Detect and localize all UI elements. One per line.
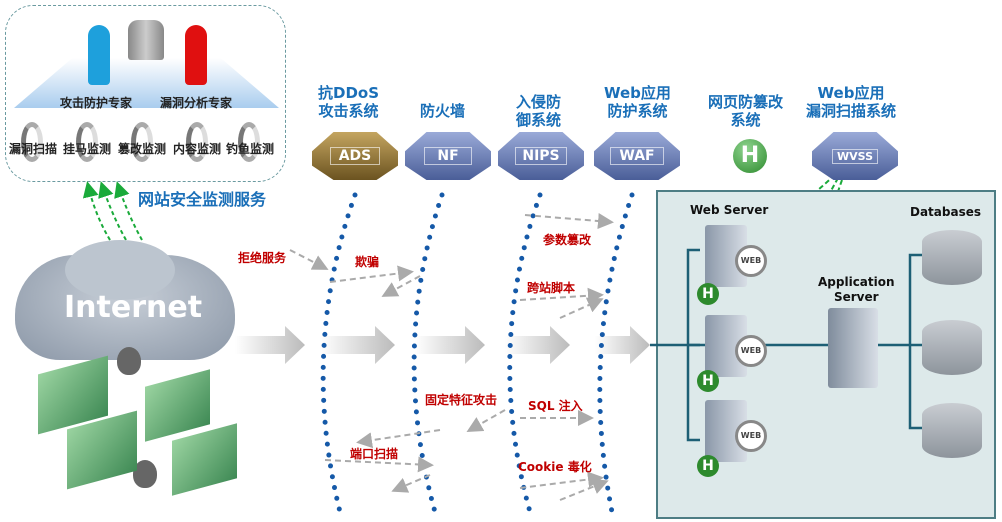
app-server-label: Application Server xyxy=(818,275,895,304)
ads-badge: ADS xyxy=(329,147,381,165)
waf-badge: WAF xyxy=(610,147,664,165)
defense-layer-lines xyxy=(320,192,635,515)
cycle-icon xyxy=(238,122,260,162)
nips-device[interactable]: NIPS xyxy=(498,132,584,180)
web-magnifier-icon: WEB xyxy=(735,420,767,452)
expert-label: 攻击防护专家 xyxy=(60,96,133,110)
nips-badge: NIPS xyxy=(515,147,567,165)
wvss-badge: WVSS xyxy=(832,148,878,164)
device-title-nips: 入侵防 御系统 xyxy=(516,93,562,129)
attack-expert-figure-icon xyxy=(88,25,110,85)
device-title-h: 网页防篡改 系统 xyxy=(708,93,784,129)
monitor-item: 漏洞扫描 xyxy=(9,142,58,156)
application-server[interactable] xyxy=(828,308,878,388)
device-title-ads: 抗DDoS 攻击系统 xyxy=(318,84,380,120)
attack-label: 欺骗 xyxy=(355,255,380,269)
cycle-icon xyxy=(21,122,43,162)
attack-label: SQL 注入 xyxy=(528,399,583,413)
attack-label: 参数篡改 xyxy=(543,233,592,247)
database-icon[interactable] xyxy=(922,403,982,458)
database-icon[interactable] xyxy=(922,320,982,375)
web-magnifier-icon: WEB xyxy=(735,245,767,277)
cycle-icon xyxy=(186,122,208,162)
attack-label: 拒绝服务 xyxy=(238,251,287,265)
alien-icon xyxy=(133,460,157,488)
cycle-icon xyxy=(76,122,98,162)
internet-cloud-top xyxy=(65,240,175,300)
expert-label: 漏洞分析专家 xyxy=(160,96,233,110)
attack-arrows xyxy=(289,213,614,501)
internet-label: Internet xyxy=(64,290,203,325)
device-title-nf: 防火墙 xyxy=(420,102,466,120)
attack-label: 端口扫描 xyxy=(350,447,399,461)
waf-device[interactable]: WAF xyxy=(594,132,680,180)
device-title-wvss: Web应用 漏洞扫描系统 xyxy=(806,84,897,120)
web-magnifier-icon: WEB xyxy=(735,335,767,367)
monitor-item: 内容监测 xyxy=(173,142,222,156)
nf-device[interactable]: NF xyxy=(405,132,491,180)
ads-device[interactable]: ADS xyxy=(312,132,398,180)
monitor-item: 钓鱼监测 xyxy=(226,142,275,156)
nf-badge: NF xyxy=(424,147,472,165)
attack-label: 固定特征攻击 xyxy=(425,393,498,407)
attack-label: 跨站脚本 xyxy=(527,281,576,295)
crowd-figure-icon xyxy=(128,20,164,60)
h-protect-icon: H xyxy=(697,370,719,392)
web-tamper-h-icon[interactable]: H xyxy=(733,139,767,173)
wvss-device[interactable]: WVSS xyxy=(812,132,898,180)
vuln-expert-figure-icon xyxy=(185,25,207,85)
device-title-waf: Web应用 防护系统 xyxy=(604,84,671,120)
web-server-label: Web Server xyxy=(690,203,769,217)
cycle-icon xyxy=(131,122,153,162)
database-icon[interactable] xyxy=(922,230,982,285)
attack-label: Cookie 毒化 xyxy=(518,460,592,474)
databases-label: Databases xyxy=(910,205,982,219)
traffic-flow-arrows xyxy=(235,326,650,364)
monitor-item: 篡改监测 xyxy=(118,142,167,156)
alien-icon xyxy=(117,347,141,375)
h-protect-icon: H xyxy=(697,283,719,305)
monitor-link-arrows xyxy=(82,181,143,241)
monitor-item: 挂马监测 xyxy=(63,142,112,156)
h-protect-icon: H xyxy=(697,455,719,477)
monitor-service-title: 网站安全监测服务 xyxy=(138,190,267,209)
